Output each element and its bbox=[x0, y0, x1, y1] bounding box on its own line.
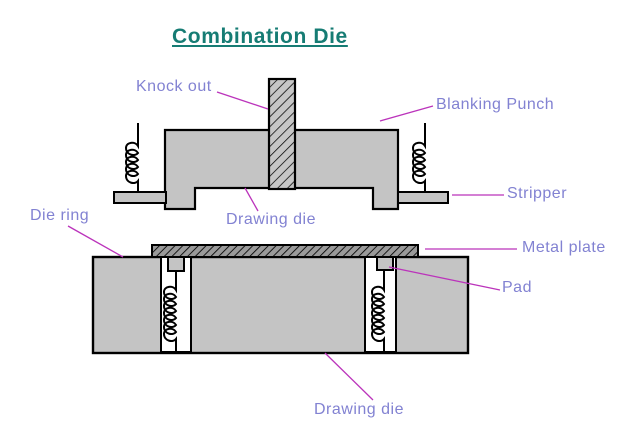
leader-die-ring bbox=[67, 225, 124, 258]
spring-bottom-right bbox=[370, 271, 386, 352]
leader-pad bbox=[388, 266, 501, 291]
label-knock-out: Knock out bbox=[136, 78, 212, 95]
stripper-bar-left bbox=[113, 191, 167, 204]
label-stripper: Stripper bbox=[507, 185, 568, 202]
die-ring-shape bbox=[91, 255, 470, 355]
metal-plate-shape bbox=[151, 244, 419, 258]
spring-top-right bbox=[411, 123, 427, 192]
label-blanking-punch: Blanking Punch bbox=[436, 96, 555, 113]
page-title: Combination Die bbox=[172, 25, 348, 48]
spring-slot-right bbox=[364, 255, 397, 353]
leader-drawing-die-upper bbox=[244, 187, 259, 212]
label-metal-plate: Metal plate bbox=[522, 239, 606, 256]
pad-left bbox=[167, 255, 185, 272]
leader-drawing-die-lower bbox=[324, 352, 374, 401]
spring-top-left bbox=[124, 123, 140, 192]
label-drawing-die-upper: Drawing die bbox=[226, 211, 316, 228]
spring-bottom-left bbox=[162, 272, 178, 352]
leader-knock-out bbox=[216, 91, 269, 110]
label-die-ring: Die ring bbox=[30, 207, 90, 224]
leader-blanking-punch bbox=[379, 105, 434, 122]
knockout-rod-shape bbox=[267, 77, 297, 191]
stripper-bar-right bbox=[397, 191, 449, 204]
label-pad: Pad bbox=[502, 279, 532, 296]
label-drawing-die-lower: Drawing die bbox=[314, 401, 404, 418]
